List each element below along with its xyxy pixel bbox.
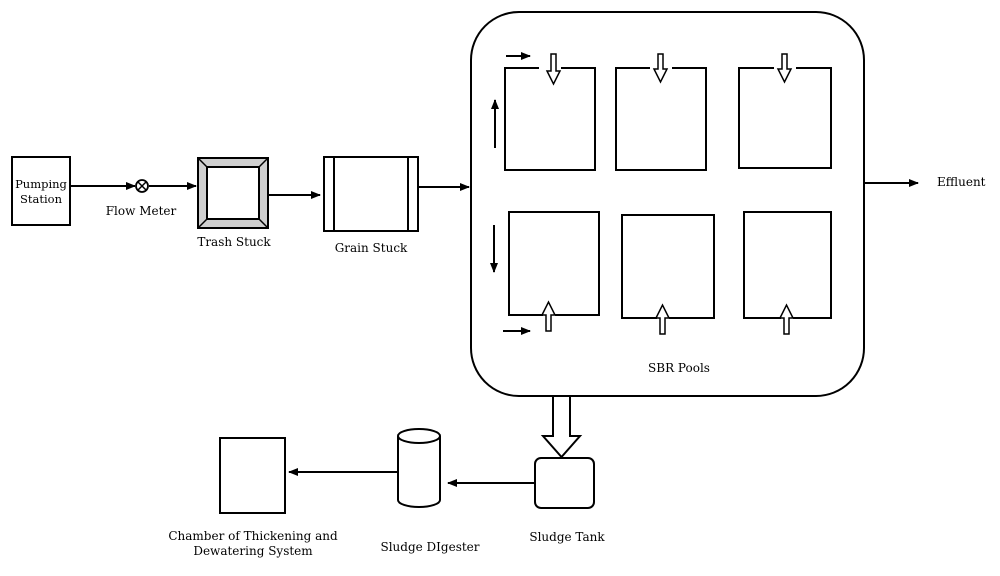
sbr-inlet-arrow-icon: [776, 53, 793, 84]
chamber-label-line1: Chamber of Thickening and: [168, 529, 338, 543]
chamber-label-line2: Dewatering System: [193, 544, 313, 558]
pumping-station-label-line1: Pumping: [15, 177, 67, 191]
sludge-digester-node: [397, 428, 441, 508]
trash-stuck-label: Trash Stuck: [197, 235, 271, 249]
sbr-outlet-arrow-icon: [654, 303, 671, 335]
pumping-station-label-line2: Station: [20, 192, 63, 206]
flow-meter-label: Flow Meter: [106, 204, 177, 218]
sludge-transfer-arrow-icon: [540, 395, 583, 459]
sbr-pool-top-3: [738, 67, 832, 169]
sludge-tank-label: Sludge Tank: [529, 530, 605, 544]
sbr-pools-container: [470, 11, 865, 397]
sbr-pool-top-2: [615, 67, 707, 171]
sbr-outlet-arrow-icon: [778, 303, 795, 335]
sbr-pool-bottom-3: [743, 211, 832, 319]
pumping-station-node: Pumping Station: [11, 156, 71, 226]
sbr-inlet-arrow-icon: [545, 53, 562, 86]
grain-stuck-node: [323, 156, 419, 232]
sludge-tank-node: [534, 457, 595, 509]
sbr-pool-bottom-2: [621, 214, 715, 319]
trash-stuck-node: [197, 157, 269, 229]
sbr-pools-label: SBR Pools: [648, 361, 710, 375]
sludge-digester-label: Sludge DIgester: [380, 540, 479, 554]
effluent-label: Effluent: [937, 175, 986, 189]
sbr-inlet-arrow-icon: [652, 53, 669, 84]
grain-stuck-label: Grain Stuck: [335, 241, 408, 255]
sbr-pool-top-1: [504, 67, 596, 171]
flow-meter-valve-icon: [135, 179, 149, 193]
sbr-pool-bottom-1: [508, 211, 600, 316]
chamber-node: [219, 437, 286, 514]
sbr-outlet-arrow-icon: [540, 300, 557, 332]
